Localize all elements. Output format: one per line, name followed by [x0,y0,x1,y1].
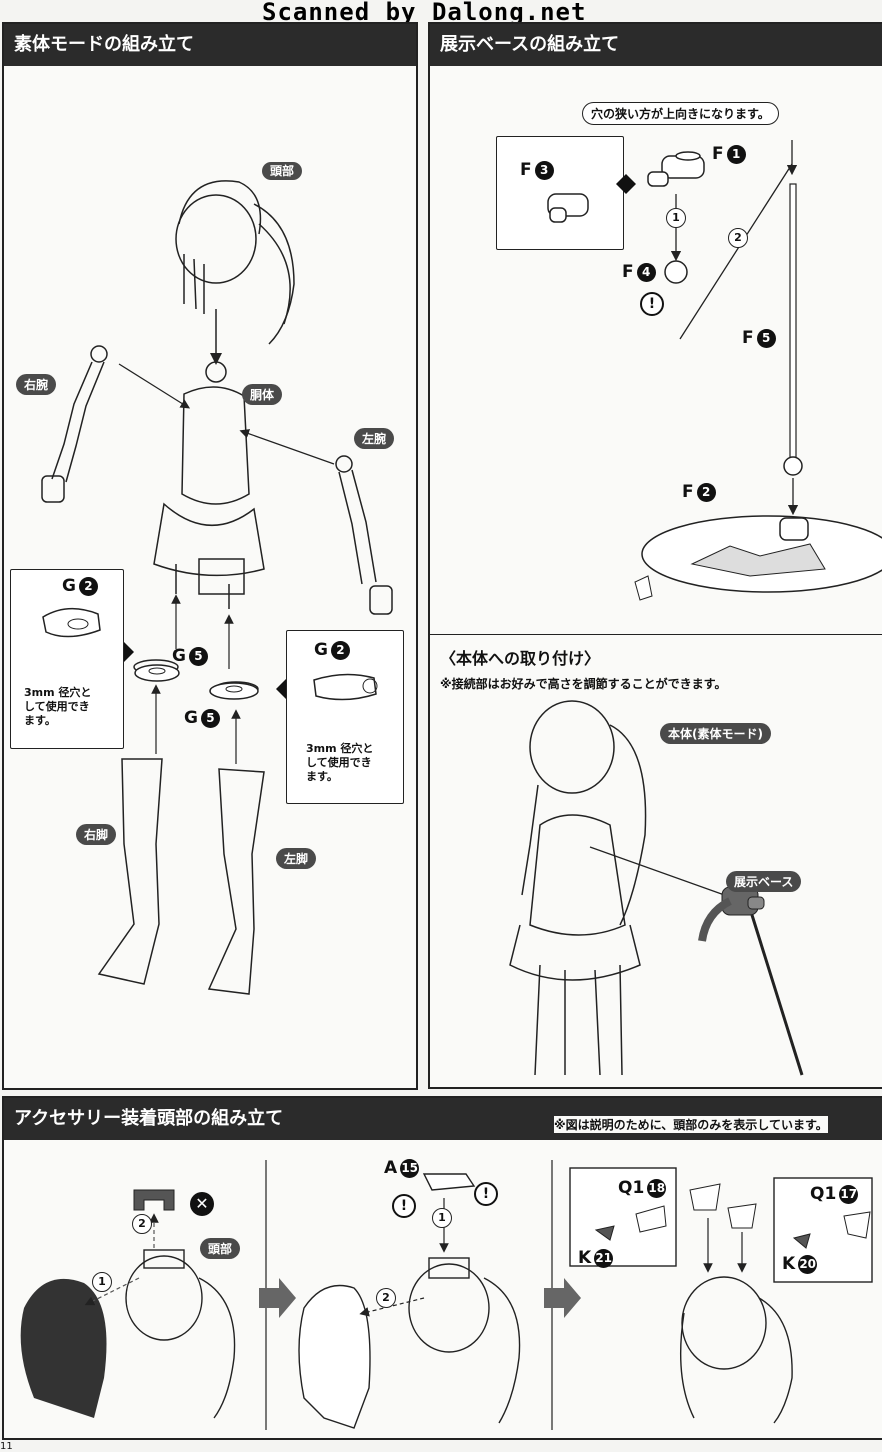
nude-mode-panel: 素体モードの組み立て [2,22,418,1090]
caution-icon-f4: ! [640,292,664,316]
attach-note: ※接続部はお好みで高さを調節することができます。 [440,677,727,691]
right-arm-label: 右腕 [16,374,57,395]
f3-box [496,136,624,250]
g2-left-note: 3mm 径穴と して使用でき ます。 [24,686,92,727]
attach-title: 〈本体への取り付け〉 [440,649,601,668]
head-label-accessory: 頭部 [200,1238,241,1259]
g2-right-note: 3mm 径穴と して使用でき ます。 [306,742,374,783]
remove-x-icon: ✕ [190,1192,214,1216]
caution-icon-a15-left: ! [392,1194,416,1218]
caution-icon-a15-right: ! [474,1182,498,1206]
torso-label: 胴体 [242,384,283,405]
accessory-head-illustration [20,1160,873,1430]
g2-right-box [286,630,404,804]
attach-panel: 〈本体への取り付け〉 ※接続部はお好みで高さを調節することができます。 本体(素… [428,634,882,1089]
left-leg-label: 左脚 [276,848,317,869]
g5-a-part [134,664,180,682]
head-illustration [175,180,295,345]
nude-mode-illustration [41,180,393,995]
nude-mode-title: 素体モードの組み立て [4,24,416,66]
f1-part [647,151,705,187]
step-2-head-a: 2 [132,1214,152,1234]
body-label: 本体(素体モード) [660,723,771,744]
g2-right-part [313,673,378,701]
step-1-head-a: 1 [92,1272,112,1292]
g2-left-box [10,569,124,749]
head-pill: 頭部 [262,162,303,180]
base-label: 展示ベース [726,871,802,892]
torso-illustration [153,361,265,609]
left-arm-illustration [335,455,393,615]
f2-base [641,515,882,593]
head-label: 頭部 [262,160,303,180]
left-arm-label: 左腕 [354,428,395,449]
watermark: Scanned by Dalong.net [262,0,587,26]
display-base-title: 展示ベースの組み立て [430,24,882,66]
page-number: 11 [0,1441,13,1452]
right-leg-label: 右脚 [76,824,117,845]
step-1-head-b: 1 [432,1208,452,1228]
step-2-base: 2 [728,228,748,248]
g2-left-part [42,608,101,638]
accessory-head-panel: アクセサリー装着頭部の組み立て ※図は説明のために、頭部のみを表示しています。 [2,1096,882,1440]
narrow-hole-callout: 穴の狭い方が上向きになります。 [582,102,779,125]
accessory-head-note: ※図は説明のために、頭部のみを表示しています。 [554,1116,828,1133]
step-2-head-b: 2 [376,1288,396,1308]
f5-rod [789,183,797,463]
f4-ball [664,260,688,284]
f3-part [547,193,589,223]
step-1-base: 1 [666,208,686,228]
display-base-illustration [547,140,882,601]
right-arm-illustration [41,345,108,503]
attach-illustration [509,700,804,1076]
g5-b-part [209,682,259,700]
